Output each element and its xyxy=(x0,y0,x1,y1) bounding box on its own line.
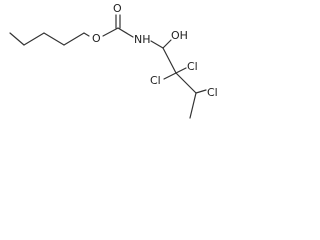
molecule-drawing: O O NH OH Cl Cl Cl xyxy=(9,2,218,119)
nitrogen-label: NH xyxy=(134,33,151,46)
chlorine-label-2: Cl xyxy=(150,74,161,87)
bond-ccl2-to-chcl xyxy=(175,72,197,94)
bond-n-to-choh xyxy=(150,40,164,49)
bond-butyl-3 xyxy=(43,32,65,46)
bond-chcl-to-methyl xyxy=(189,92,197,119)
carbonyl-oxygen-label: O xyxy=(113,2,122,15)
bond-butyl-1 xyxy=(9,32,25,46)
ester-oxygen-label: O xyxy=(92,32,101,45)
bond-ch-to-oh xyxy=(162,39,172,49)
bond-butyl-2 xyxy=(23,32,45,46)
bond-ester-o-to-carbonyl xyxy=(102,27,119,37)
chlorine-label-3: Cl xyxy=(207,86,218,99)
structure-diagram: O O NH OH Cl Cl Cl xyxy=(0,0,227,148)
hydroxyl-label: OH xyxy=(171,29,188,42)
bond-ccl2-to-cl-left xyxy=(163,72,177,80)
bond-carbonyl-to-n xyxy=(117,27,134,38)
bond-ccl2-to-cl-right xyxy=(175,67,187,74)
bond-ch-to-ccl2 xyxy=(162,47,177,74)
bond-c-to-ester-o xyxy=(83,32,90,37)
bond-butyl-4 xyxy=(63,32,85,46)
chlorine-label-1: Cl xyxy=(187,60,198,73)
bond-chcl-to-cl xyxy=(195,89,207,94)
